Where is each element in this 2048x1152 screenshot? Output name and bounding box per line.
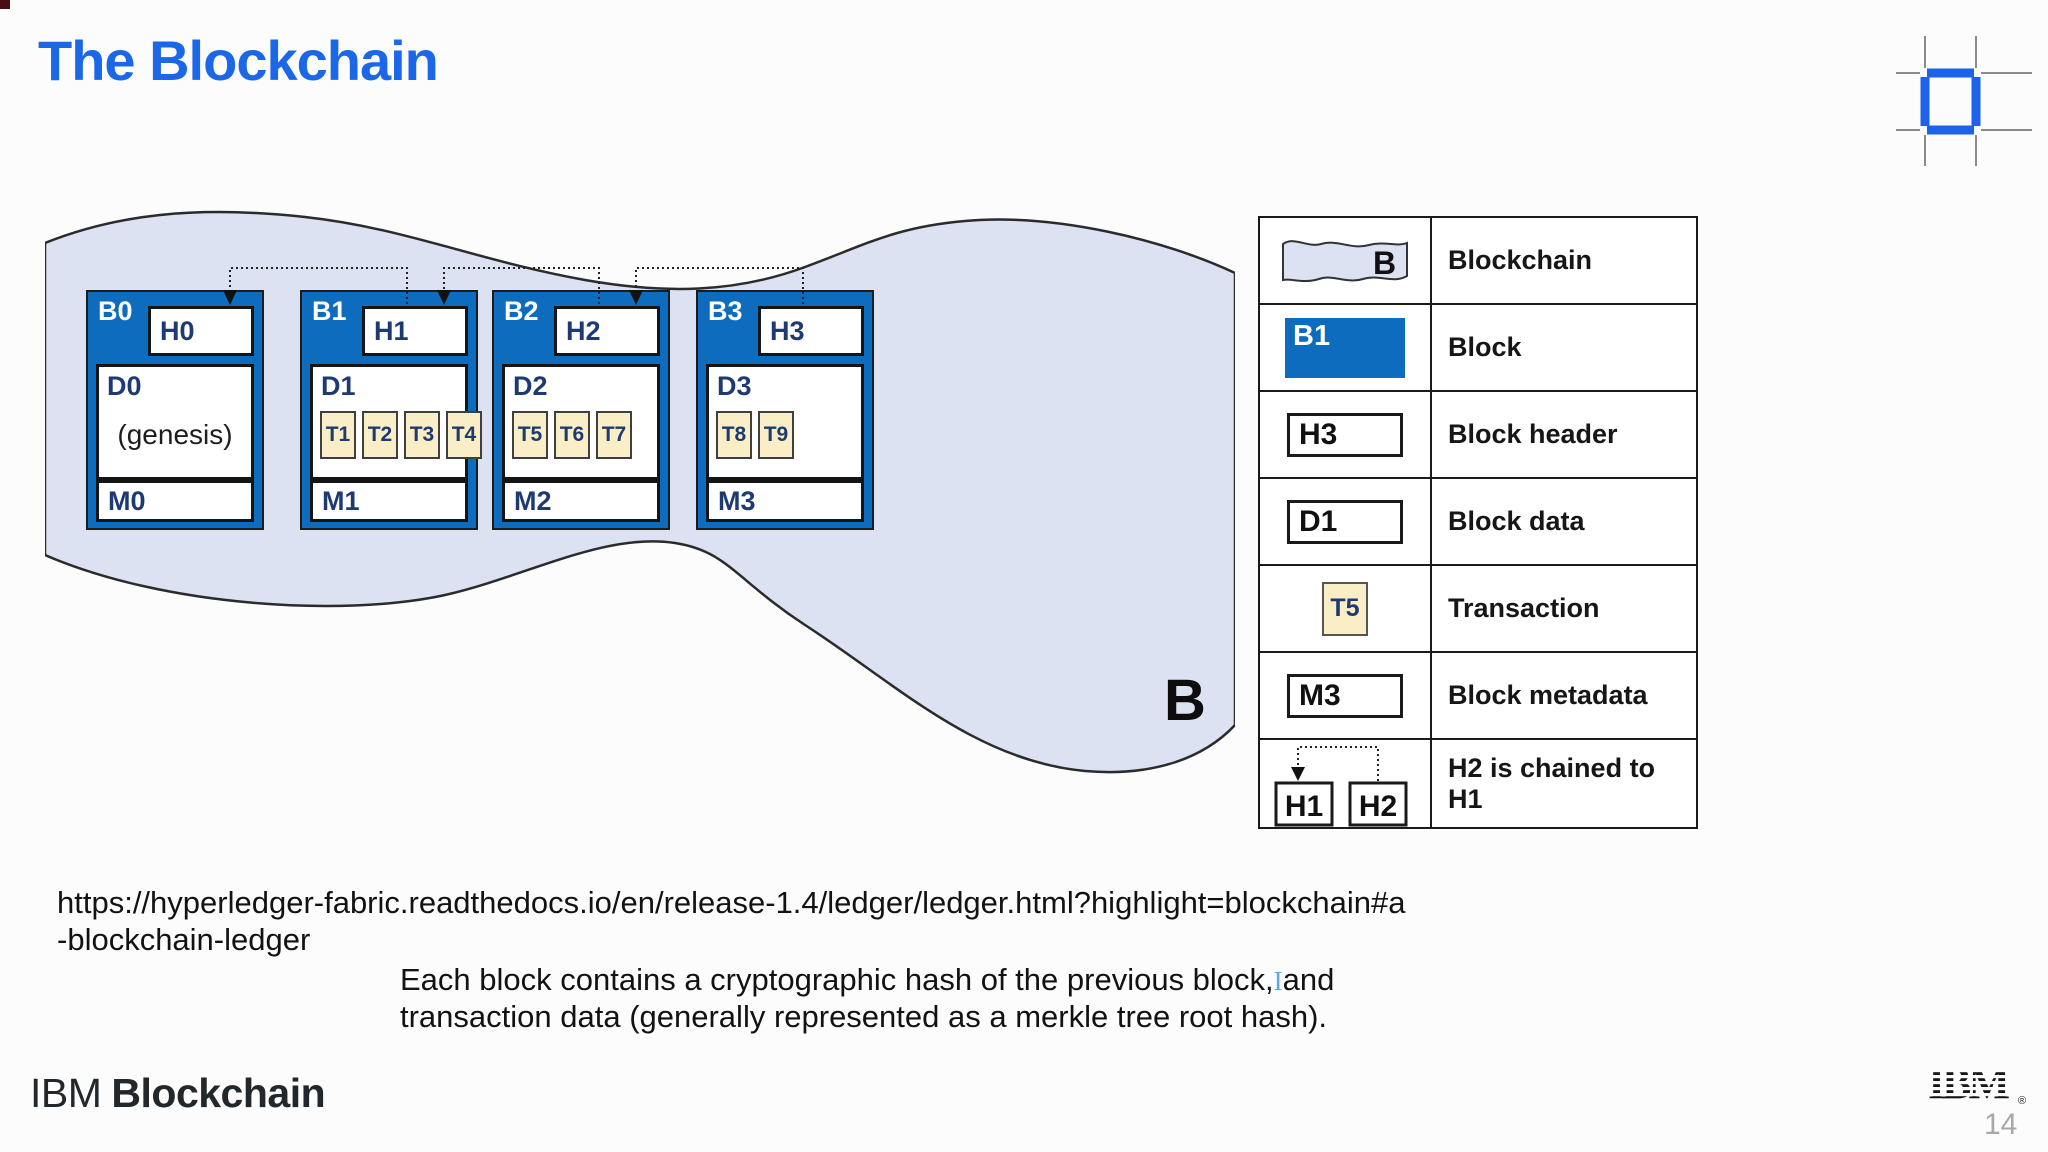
legend-symbol-block-data: D1 bbox=[1260, 479, 1432, 566]
block-data-label: D3 bbox=[717, 371, 752, 401]
block-metadata-box: M1 bbox=[310, 480, 468, 522]
caption-text: and bbox=[1282, 962, 1335, 997]
transaction-row: T1 T2 T3 T4 bbox=[320, 411, 482, 459]
block-header-box: H2 bbox=[554, 306, 660, 356]
chain-arrow-icon: H1 H2 bbox=[1274, 745, 1408, 826]
legend-label: Blockchain bbox=[1432, 218, 1696, 305]
screen-artifact bbox=[0, 0, 10, 9]
data-box-icon: D1 bbox=[1287, 499, 1403, 544]
transaction: T7 bbox=[596, 411, 632, 459]
legend-symbol-chained: H1 H2 bbox=[1260, 740, 1432, 827]
caption-text: Each block contains a cryptographic hash… bbox=[400, 962, 1274, 997]
legend-symbol-block-header: H3 bbox=[1260, 392, 1432, 479]
svg-text:H2: H2 bbox=[1359, 790, 1397, 823]
crop-marks-icon bbox=[1896, 36, 2032, 166]
block-metadata-box: M3 bbox=[706, 480, 864, 522]
block-data-box: D1 T1 T2 T3 T4 bbox=[310, 364, 482, 480]
block-icon: B1 bbox=[1285, 317, 1405, 378]
legend-label: Block data bbox=[1432, 479, 1696, 566]
registered-mark: ® bbox=[2018, 1095, 2026, 1106]
block-id: B1 bbox=[312, 296, 347, 326]
legend-symbol-transaction: T5 bbox=[1260, 566, 1432, 653]
block-b0: B0 H0 D0 (genesis) M0 bbox=[86, 290, 264, 530]
transaction-icon: T5 bbox=[1322, 581, 1368, 636]
legend-table: B Blockchain B1 Block H3 Block header D1… bbox=[1258, 216, 1698, 829]
legend-label: Block bbox=[1432, 305, 1696, 392]
transaction: T8 bbox=[716, 411, 752, 459]
transaction: T4 bbox=[446, 411, 482, 459]
block-data-box: D3 T8 T9 bbox=[706, 364, 864, 480]
brand-prefix: IBM bbox=[30, 1070, 102, 1116]
block-data-label: D0 bbox=[107, 371, 142, 401]
caption-line-1: Each block contains a cryptographic hash… bbox=[400, 962, 1334, 999]
transaction: T9 bbox=[758, 411, 794, 459]
brand-suffix: Blockchain bbox=[111, 1070, 326, 1116]
legend-label: Block metadata bbox=[1432, 653, 1696, 740]
transaction-row: T5 T6 T7 bbox=[512, 411, 632, 459]
metadata-box-icon: M3 bbox=[1287, 673, 1403, 718]
header-box-icon: H3 bbox=[1287, 412, 1403, 457]
text-cursor-mark: I bbox=[1273, 966, 1283, 996]
block-header-box: H0 bbox=[148, 306, 254, 356]
legend-label: H2 is chained to H1 bbox=[1448, 752, 1656, 814]
legend-symbol-blockchain: B bbox=[1260, 218, 1432, 305]
legend-symbol-block-metadata: M3 bbox=[1260, 653, 1432, 740]
block-id: B3 bbox=[708, 296, 743, 326]
block-metadata-box: M2 bbox=[502, 480, 660, 522]
block-id: B2 bbox=[504, 296, 539, 326]
transaction: T2 bbox=[362, 411, 398, 459]
page-number: 14 bbox=[1984, 1108, 2018, 1141]
block-data-box: D2 T5 T6 T7 bbox=[502, 364, 660, 480]
transaction: T1 bbox=[320, 411, 356, 459]
genesis-note: (genesis) bbox=[117, 419, 233, 450]
transaction: T3 bbox=[404, 411, 440, 459]
block-header-box: H3 bbox=[758, 306, 864, 356]
legend-label: Transaction bbox=[1432, 566, 1696, 653]
block-b3: B3 H3 D3 T8 T9 M3 bbox=[696, 290, 874, 530]
block-id: B0 bbox=[98, 296, 133, 326]
caption: Each block contains a cryptographic hash… bbox=[400, 962, 1334, 1035]
page-title: The Blockchain bbox=[38, 29, 439, 92]
block-metadata-box: M0 bbox=[96, 480, 254, 522]
block-data-label: D2 bbox=[513, 371, 548, 401]
caption-line-2: transaction data (generally represented … bbox=[400, 998, 1328, 1034]
source-url[interactable]: https://hyperledger-fabric.readthedocs.i… bbox=[57, 885, 1406, 958]
block-b1: B1 H1 D1 T1 T2 T3 T4 M1 bbox=[300, 290, 482, 530]
svg-text:H1: H1 bbox=[1285, 790, 1323, 823]
block-b2: B2 H2 D2 T5 T6 T7 M2 bbox=[492, 290, 670, 530]
block-data-box: D0 (genesis) bbox=[96, 364, 254, 480]
transaction: T6 bbox=[554, 411, 590, 459]
blockchain-label: B bbox=[1164, 668, 1206, 733]
mini-wave-icon: B bbox=[1282, 239, 1408, 282]
transaction-row: T8 T9 bbox=[716, 411, 794, 459]
ibm-8bar-logo: IBM ® bbox=[1928, 1060, 2026, 1106]
legend-label: Block header bbox=[1432, 392, 1696, 479]
block-header-box: H1 bbox=[362, 306, 468, 356]
transaction: T5 bbox=[512, 411, 548, 459]
legend-symbol-block: B1 bbox=[1260, 305, 1432, 392]
svg-text:B: B bbox=[1373, 245, 1396, 281]
block-data-label: D1 bbox=[321, 371, 356, 401]
